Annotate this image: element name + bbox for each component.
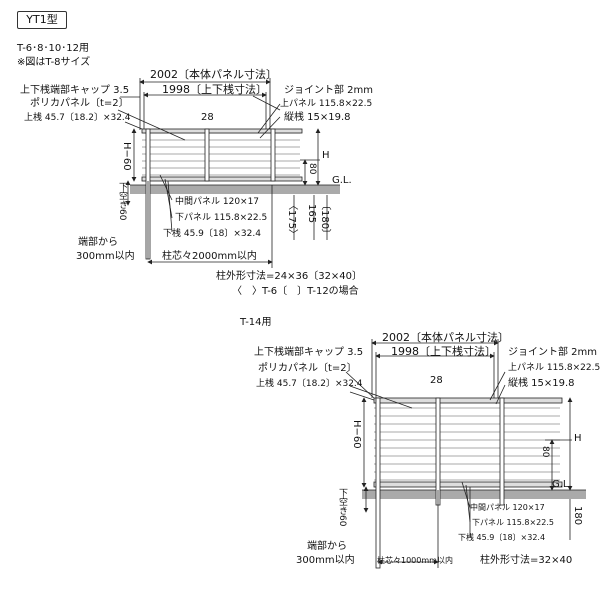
post-middle-1 — [204, 128, 210, 182]
dim-180-1: 〔180〕 — [319, 200, 330, 240]
lower-panel-1: 下パネル 115.8×22.5 — [175, 213, 268, 223]
h-label-2: H — [574, 433, 582, 444]
dim-80-1: 80 — [307, 163, 317, 175]
ground-level-2: G.L. — [552, 479, 572, 490]
height-label-1: H−60 — [121, 142, 132, 171]
type-badge: YT1型 — [17, 11, 67, 29]
ground-level-1: G.L. — [332, 175, 352, 186]
post-pitch-1: 柱芯々2000mm以内 — [162, 251, 257, 262]
post-size-2: 柱外形寸法=32×40 — [480, 555, 573, 566]
panel-slats-2 — [374, 407, 560, 481]
post-left-2 — [375, 397, 381, 569]
diagram-1 — [117, 78, 340, 268]
end-offset-1b: 300mm以内 — [76, 251, 135, 262]
post-size-note: 〈 〉T-6〔 〕T-12の場合 — [232, 286, 359, 297]
post-right-2 — [499, 397, 505, 506]
lower-panel-2: 下パネル 115.8×22.5 — [472, 518, 554, 527]
upper-panel-2: 上パネル 115.8×22.5 — [508, 363, 600, 373]
end-cap-1: 上下桟端部キャップ 3.5 — [20, 85, 130, 96]
end-cap-2: 上下桟端部キャップ 3.5 — [254, 347, 364, 358]
post-gap-2: 28 — [430, 375, 443, 386]
dim-175: 〈175〉 — [286, 200, 297, 240]
end-offset-2b: 300mm以内 — [296, 555, 355, 566]
vertical-rail-1: 縦桟 15×19.8 — [284, 112, 351, 123]
underfloor-2: 下空き60 — [337, 488, 347, 527]
underfloor-1: 下空き60 — [117, 182, 127, 221]
figure-note: ※図はT-8サイズ — [17, 57, 91, 68]
height-label-2: H−60 — [351, 420, 362, 449]
diagram-2 — [345, 339, 586, 569]
end-offset-1a: 端部から — [78, 237, 118, 248]
post-middle-2 — [435, 397, 441, 506]
applies-to-1: T-6･8･10･12用 — [17, 43, 89, 54]
middle-panel-2: 中間パネル 120×17 — [470, 503, 545, 512]
dim-80-2: 80 — [540, 446, 550, 458]
top-rail-1: 上桟 45.7〔18.2〕×32.4 — [24, 113, 131, 123]
panel-width-1: 2002〔本体パネル寸法〕 — [150, 68, 277, 81]
poly-panel-1: ポリカパネル〔t=2〕 — [30, 98, 129, 109]
post-gap-1: 28 — [201, 112, 214, 123]
panel-width-2: 2002〔本体パネル寸法〕 — [382, 331, 509, 344]
vertical-rail-2: 縦桟 15×19.8 — [508, 378, 575, 389]
joint-2: ジョイント部 2mm — [508, 347, 598, 358]
poly-panel-2: ポリカパネル〔t=2〕 — [258, 363, 357, 374]
middle-panel-1: 中間パネル 120×17 — [175, 197, 260, 207]
bottom-rail-2: 下桟 45.9〔18〕×32.4 — [458, 533, 546, 542]
dim-180-2: 180 — [572, 506, 583, 526]
post-right-1 — [270, 128, 276, 182]
panel-slats-1 — [142, 132, 300, 176]
rail-width-2: 1998〔上下桟寸法〕 — [391, 345, 496, 358]
h-label-1: H — [322, 150, 330, 161]
dim-165: 165 — [306, 204, 317, 224]
top-rail-2: 上桟 45.7〔18.2〕×32.4 — [256, 379, 363, 389]
bottom-rail-1: 下桟 45.9〔18〕×32.4 — [163, 229, 261, 239]
post-size-1: 柱外形寸法=24×36〔32×40〕 — [216, 271, 363, 282]
joint-1: ジョイント部 2mm — [284, 85, 374, 96]
end-offset-2a: 端部から — [307, 541, 347, 552]
rail-width-1: 1998〔上下桟寸法〕 — [162, 83, 267, 96]
applies-to-2: T-14用 — [240, 317, 272, 328]
upper-panel-1: 上パネル 115.8×22.5 — [280, 99, 373, 109]
post-pitch-2: 柱芯々1000mm以内 — [377, 556, 453, 565]
